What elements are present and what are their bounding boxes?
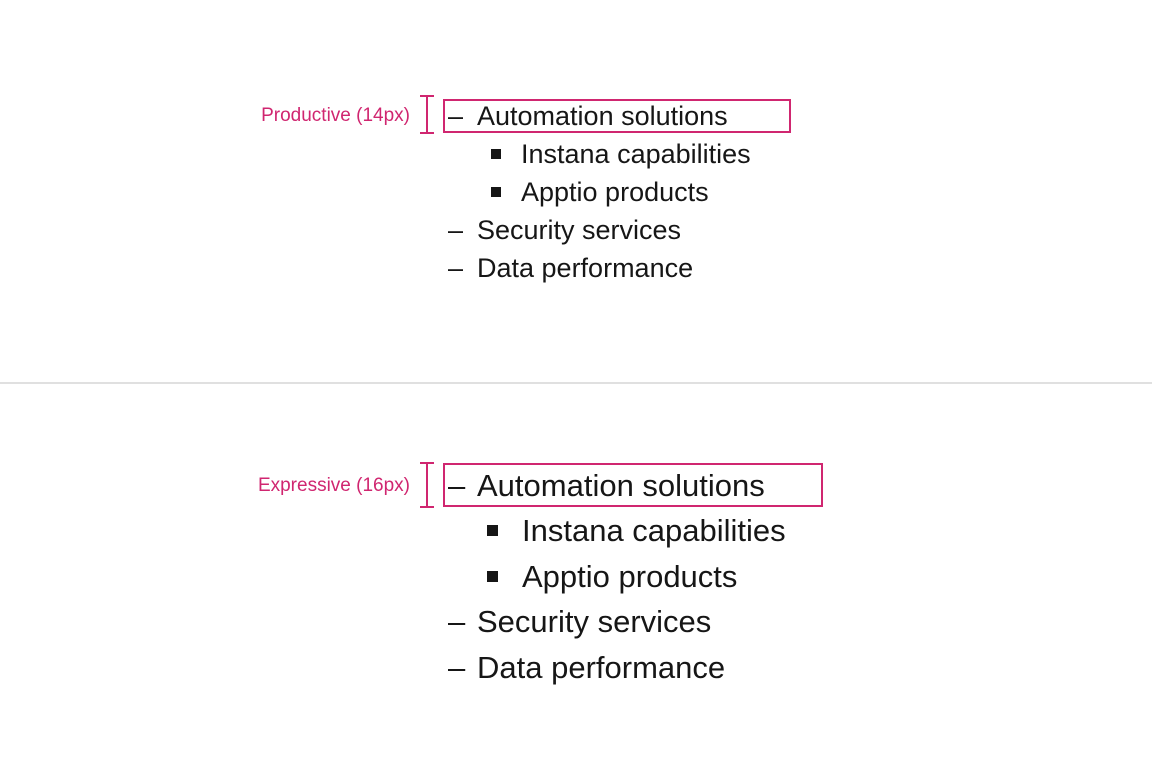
expressive-size-label: Expressive (16px) xyxy=(257,475,410,496)
list-item: Instana capabilities xyxy=(443,508,823,554)
square-bullet-icon xyxy=(487,525,498,537)
list-item-text: Data performance xyxy=(477,252,694,283)
expressive-list: – Automation solutions Instana capabilit… xyxy=(443,462,823,690)
highlighted-list-item: – Automation solutions xyxy=(443,463,823,507)
dash-marker: – xyxy=(448,100,464,131)
list-item: – Security services xyxy=(443,599,823,645)
list-item: Apptio products xyxy=(443,173,791,211)
dash-marker: – xyxy=(448,214,464,245)
productive-size-label: Productive (14px) xyxy=(261,105,410,126)
list-item-text: Apptio products xyxy=(521,176,709,207)
list-item-text: Apptio products xyxy=(522,558,738,594)
line-height-bracket-icon xyxy=(420,462,434,508)
square-bullet-icon xyxy=(491,187,501,197)
list-item-text: Data performance xyxy=(477,649,726,685)
list-item-text: Instana capabilities xyxy=(521,138,751,169)
list-item-text: Automation solutions xyxy=(477,100,728,131)
list-item-text: Automation solutions xyxy=(477,467,765,503)
list-item: – Data performance xyxy=(443,249,791,287)
line-height-bracket-icon xyxy=(420,95,434,134)
list-item-text: Security services xyxy=(477,604,712,640)
list-item-text: Security services xyxy=(477,214,682,245)
highlighted-list-item: – Automation solutions xyxy=(443,99,791,133)
list-item: Instana capabilities xyxy=(443,135,791,173)
list-item-text: Instana capabilities xyxy=(522,513,786,549)
section-divider xyxy=(0,382,1152,384)
square-bullet-icon xyxy=(487,570,498,582)
square-bullet-icon xyxy=(491,149,501,159)
dash-marker: – xyxy=(448,252,464,283)
list-item: – Security services xyxy=(443,211,791,249)
productive-list: – Automation solutions Instana capabilit… xyxy=(443,97,791,287)
list-item: – Data performance xyxy=(443,645,823,691)
list-item: Apptio products xyxy=(443,554,823,600)
dash-marker: – xyxy=(448,604,466,640)
dash-marker: – xyxy=(448,649,466,685)
dash-marker: – xyxy=(448,467,466,503)
